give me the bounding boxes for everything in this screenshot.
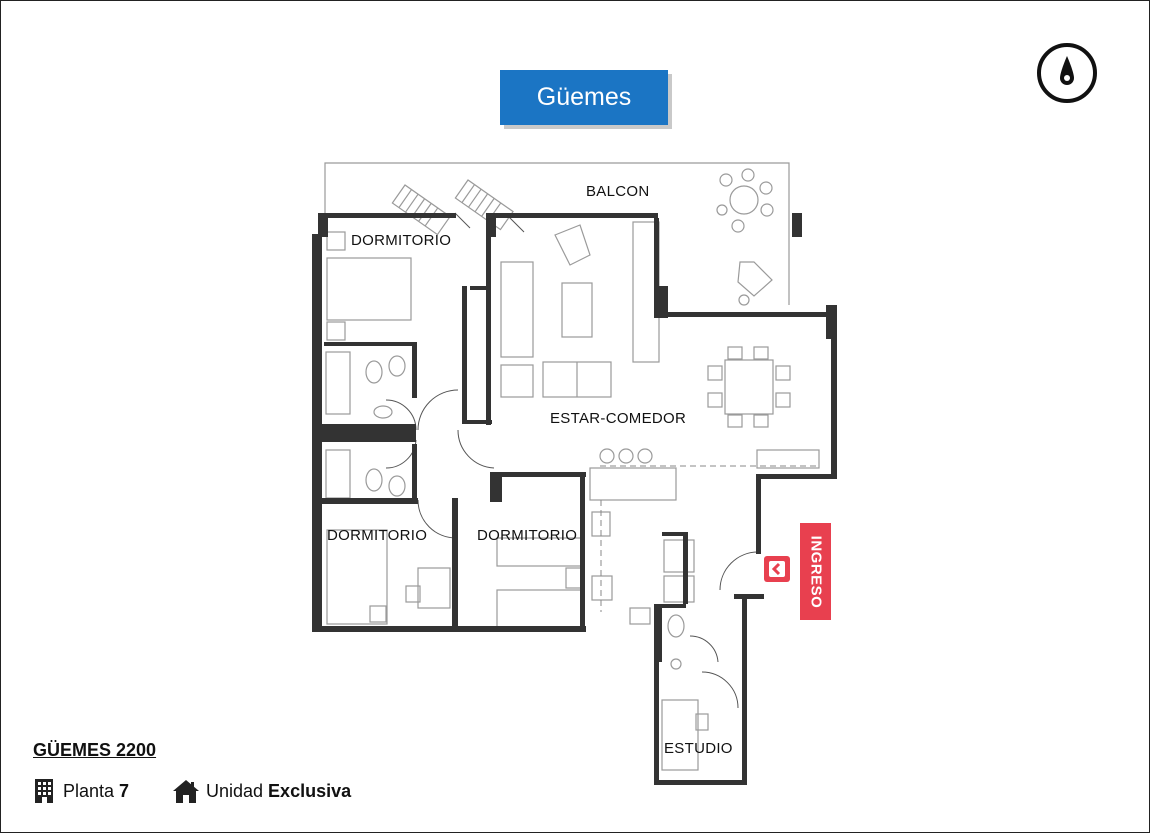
floor-label: Planta xyxy=(63,780,115,801)
unit-info: Unidad Exclusiva xyxy=(172,778,351,804)
unit-label: Unidad xyxy=(206,780,264,801)
room-label-estar-comedor: ESTAR-COMEDOR xyxy=(550,410,687,427)
compass-icon xyxy=(1037,43,1097,103)
floor-info: Planta 7 xyxy=(33,778,129,804)
entry-arrow-icon xyxy=(764,556,790,582)
unit-value: Exclusiva xyxy=(268,780,352,801)
room-label-dormitorio-3: DORMITORIO xyxy=(477,527,578,544)
street-badge: Güemes xyxy=(500,70,668,125)
floor-value: 7 xyxy=(119,780,130,801)
street-badge-label: Güemes xyxy=(536,83,632,111)
room-label-dormitorio-2: DORMITORIO xyxy=(327,527,428,544)
building-name: GÜEMES 2200 xyxy=(33,740,157,760)
building-icon xyxy=(35,779,53,803)
home-icon xyxy=(173,780,199,803)
room-label-estudio: ESTUDIO xyxy=(664,740,733,757)
entrance-tag: INGRESO xyxy=(800,523,831,620)
room-label-balcon: BALCON xyxy=(586,183,650,200)
entrance-label: INGRESO xyxy=(807,535,824,608)
room-label-dormitorio-1: DORMITORIO xyxy=(351,232,452,249)
